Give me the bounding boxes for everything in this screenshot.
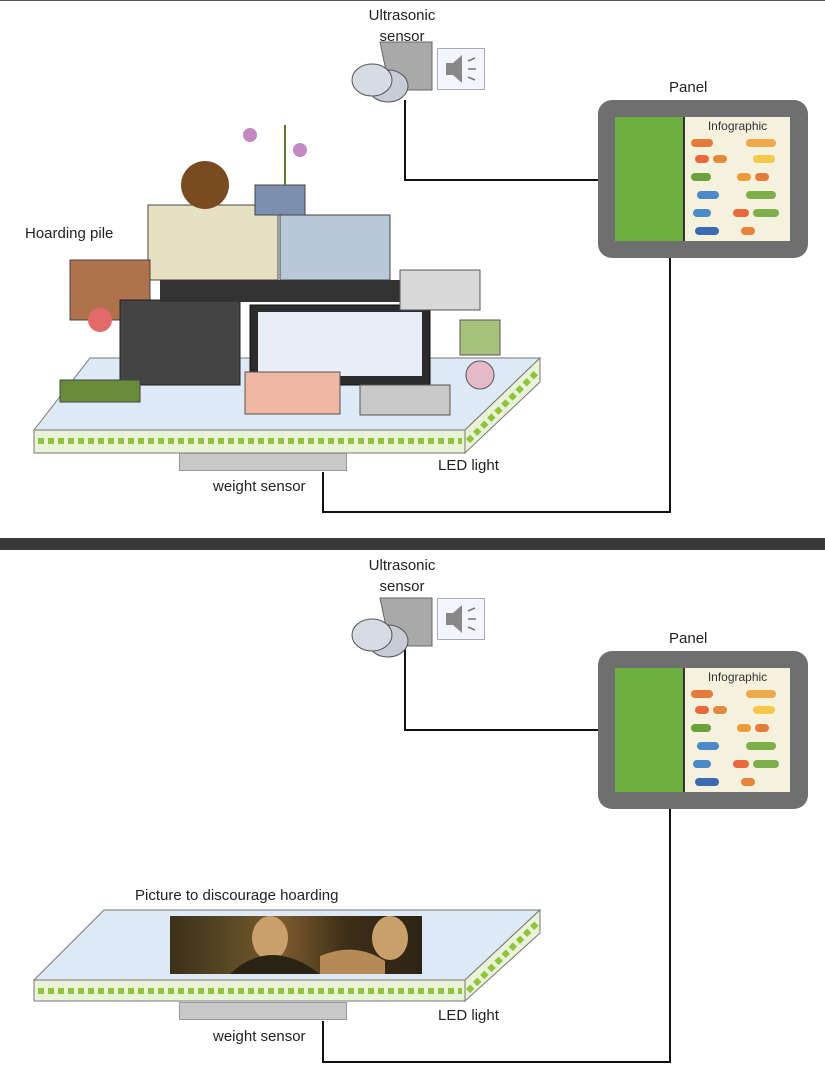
infographic-screen: Infographic xyxy=(683,117,790,241)
infographic-title: Infographic xyxy=(707,119,768,133)
infographic-row xyxy=(691,778,783,788)
panel-label: Panel xyxy=(669,630,708,647)
weight-sensor-label: weight sensor xyxy=(213,478,306,495)
infographic-row xyxy=(691,209,783,219)
infographic-row xyxy=(691,227,783,237)
weight-sensor-block xyxy=(179,453,347,471)
led-light-label: LED light xyxy=(438,1007,499,1024)
panel-label: Panel xyxy=(669,79,708,96)
wire-weight-to-panel xyxy=(322,807,671,1063)
ultrasonic-sensor-label: Ultrasonic sensor xyxy=(352,5,452,47)
hoarding-pile-illustration xyxy=(59,125,501,416)
scene-hoarding-pile: Ultrasonic sensor Panel Infographic xyxy=(0,0,825,540)
led-strip-side xyxy=(465,920,540,994)
hoarding-pile-label: Hoarding pile xyxy=(25,225,114,242)
infographic-row xyxy=(691,139,783,149)
scene-divider xyxy=(0,538,825,550)
scene-discouraging-picture: Ultrasonic sensor Panel Infographic xyxy=(0,543,825,1083)
mona-lisa-picture xyxy=(170,916,422,974)
infographic-row xyxy=(691,155,783,165)
scene-1-drawing xyxy=(32,41,671,513)
ultrasonic-sensor-icon xyxy=(351,597,433,658)
infographic-row xyxy=(691,690,783,700)
infographic-title: Infographic xyxy=(707,670,768,684)
infographic-screen: Infographic xyxy=(683,668,790,792)
panel-green-area xyxy=(615,117,683,241)
infographic-row xyxy=(691,706,783,716)
scene-2-drawing xyxy=(32,597,671,1063)
infographic-row xyxy=(691,191,783,201)
ultrasonic-sensor-label-line2: sensor xyxy=(379,578,425,595)
infographic-row xyxy=(691,173,783,183)
ultrasonic-sensor-label-line1: Ultrasonic xyxy=(368,557,436,574)
platform-side xyxy=(464,356,541,455)
infographic-row xyxy=(691,742,783,752)
led-strip-side xyxy=(465,369,540,444)
wire-sensor-to-panel xyxy=(404,100,600,181)
led-light-label: LED light xyxy=(438,457,499,474)
infographic-row xyxy=(691,760,783,770)
ultrasonic-sensor-icon xyxy=(351,41,433,103)
speaker-icon xyxy=(437,598,485,640)
speaker-icon xyxy=(437,48,485,90)
wire-sensor-to-panel xyxy=(404,643,600,731)
wire-weight-to-panel xyxy=(322,255,671,513)
ultrasonic-sensor-label-line2: sensor xyxy=(379,28,425,45)
panel: Infographic xyxy=(598,651,808,809)
weight-sensor-block xyxy=(179,1002,347,1020)
panel-green-area xyxy=(615,668,683,792)
ultrasonic-sensor-label: Ultrasonic sensor xyxy=(352,555,452,597)
picture-label: Picture to discourage hoarding xyxy=(135,887,339,904)
infographic-row xyxy=(691,724,783,734)
top-rule xyxy=(0,0,825,1)
weight-sensor-label: weight sensor xyxy=(213,1028,306,1045)
ultrasonic-sensor-label-line1: Ultrasonic xyxy=(368,7,436,24)
panel: Infographic xyxy=(598,100,808,258)
